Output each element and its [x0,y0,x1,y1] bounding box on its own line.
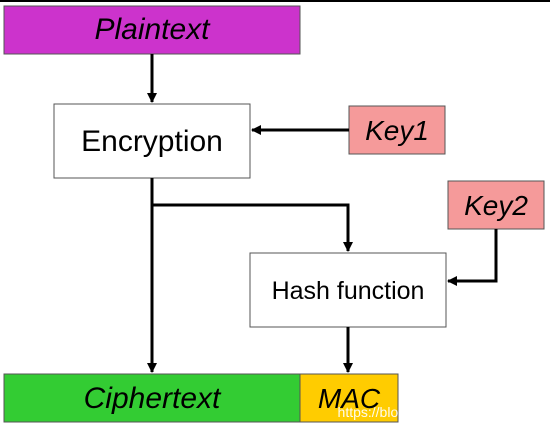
plaintext-label: Plaintext [94,13,211,46]
ciphertext-box [3,373,301,423]
hash-function-node: Hash function [249,252,447,328]
mac-box [299,373,399,423]
mac-node: MAC [299,373,399,423]
ciphertext-label: Ciphertext [84,382,222,415]
key2-label: Key2 [464,190,528,221]
encryption-label: Encryption [81,125,223,158]
watermark-text: https://blog.csdn.net/iceman1952 [338,404,544,420]
plaintext-node: Plaintext [3,5,301,55]
encryption-box [53,103,251,179]
encryption-node: Encryption [53,103,251,179]
mac-label: MAC [318,383,381,414]
top-border-line [0,0,550,2]
arrow-encryption-to-hash [152,203,353,252]
key1-node: Key1 [348,105,446,155]
key1-box [348,105,446,155]
key1-label: Key1 [365,115,429,146]
ciphertext-node: Ciphertext [3,373,301,423]
arrow-key2-to-hash [447,229,498,286]
hash-function-label: Hash function [272,277,425,305]
key2-node: Key2 [447,180,545,230]
